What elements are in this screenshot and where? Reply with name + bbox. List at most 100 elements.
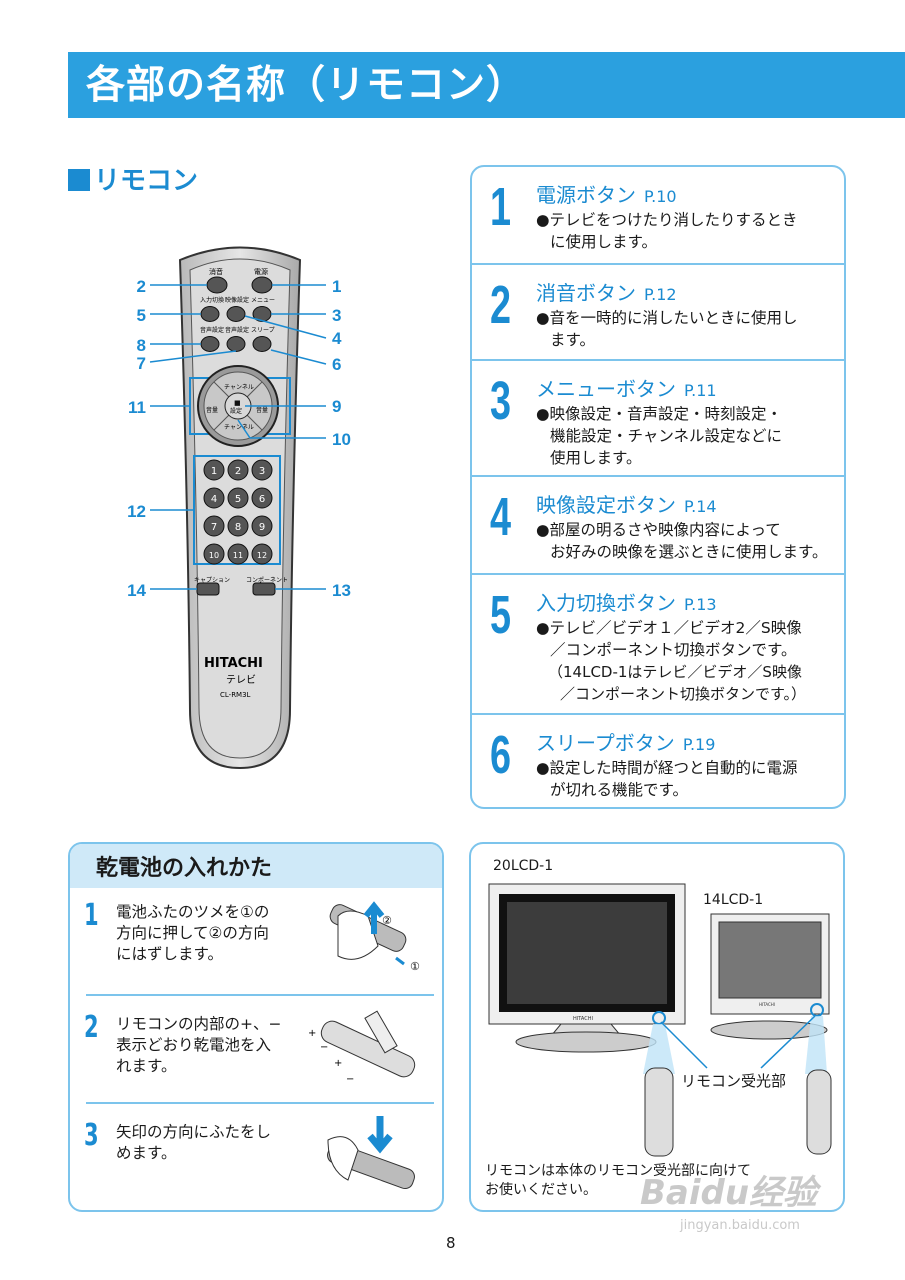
caption-button[interactable] [196, 582, 220, 596]
step-line: リモコンの内部の+、− [116, 1015, 282, 1033]
desc-line: が切れる機能です。 [550, 781, 688, 799]
caption-line: お使いください。 [485, 1182, 597, 1198]
number-key-10[interactable] [203, 543, 225, 565]
number-key-8[interactable] [227, 515, 249, 537]
number-key-3[interactable] [251, 459, 273, 481]
number-key-11[interactable] [227, 543, 249, 565]
label-picture: 映像設定 [225, 296, 249, 304]
callout-14: 14 [127, 581, 146, 600]
callout-5: 5 [137, 306, 146, 325]
mute-button[interactable] [206, 276, 228, 294]
input-button[interactable] [200, 306, 220, 322]
button-number: 3 [490, 371, 512, 431]
callout-3: 3 [332, 306, 341, 325]
button-description: ●設定した時間が経つと自動的に電源 が切れる機能です。 [536, 757, 798, 801]
number-key-9[interactable] [251, 515, 273, 537]
number-key-label: 4 [211, 494, 217, 505]
number-key-4[interactable] [203, 487, 225, 509]
label-channel-up: チャンネル [224, 384, 254, 391]
sound-button[interactable] [200, 336, 220, 352]
sensor-label: リモコン受光部 [681, 1072, 787, 1090]
callout-12: 12 [127, 502, 146, 521]
callout-8: 8 [137, 336, 146, 355]
step-line: めます。 [116, 1144, 177, 1162]
number-key-label: 5 [235, 494, 241, 505]
callout-13: 13 [332, 581, 351, 600]
battery-step-number: 3 [84, 1118, 99, 1153]
small-remote-right [806, 1069, 832, 1155]
mark-minus: − [346, 1074, 354, 1085]
page-title: 各部の名称（リモコン） [86, 63, 527, 108]
button-number: 5 [490, 585, 512, 645]
callout-9: 9 [332, 397, 341, 416]
battery-step-text: 電池ふたのツメを①の 方向に押して②の方向 にはずします。 [116, 902, 269, 965]
button-description: ●部屋の明るさや映像内容によって お好みの映像を選ぶときに使用します。 [536, 519, 827, 563]
callout-10: 10 [332, 430, 351, 449]
tv-model-small: 14LCD-1 [703, 892, 764, 908]
step-line: 矢印の方向にふたをし [116, 1123, 272, 1141]
desc-line: ●テレビをつけたり消したりするとき [536, 211, 798, 229]
battery-title: 乾電池の入れかた [96, 856, 273, 881]
mark-2: ② [382, 914, 392, 927]
number-key-label: 12 [257, 551, 267, 560]
number-key-7[interactable] [203, 515, 225, 537]
button-page-ref: P.12 [644, 285, 677, 304]
button-page-ref: P.11 [684, 381, 717, 400]
remote-section-title: リモコン [68, 160, 198, 197]
mark-plus: + [308, 1028, 316, 1039]
tv-brand-large: HITACHI [573, 1016, 593, 1022]
number-key-5[interactable] [227, 487, 249, 509]
page-number: 8 [446, 1234, 456, 1252]
component-button[interactable] [252, 582, 276, 596]
remote-illustration: 消音 電源 入力切換 映像設定 メニュー 音声設定 音声設定 スリープ ■ 設定… [127, 246, 351, 770]
tv-caption: リモコンは本体のリモコン受光部に向けて お使いください。 [485, 1162, 751, 1200]
header-band [68, 52, 905, 118]
number-key-label: 11 [233, 551, 243, 560]
sleep-button[interactable] [252, 336, 272, 352]
mark-plus: + [334, 1058, 342, 1069]
number-key-12[interactable] [251, 543, 273, 565]
sound-set-button[interactable] [226, 336, 246, 352]
battery-divider [86, 994, 434, 996]
number-key-2[interactable] [227, 459, 249, 481]
desc-line: に使用します。 [550, 233, 657, 251]
tv-brand-small: HITACHI [759, 1002, 775, 1007]
button-description: ●映像設定・音声設定・時刻設定・ 機能設定・チャンネル設定などに 使用します。 [536, 403, 782, 469]
label-sound: 音声設定 [200, 326, 224, 334]
remote-brand: HITACHI [204, 656, 263, 671]
power-button[interactable] [251, 276, 273, 294]
label-input: 入力切換 [200, 296, 224, 304]
desc-line: 使用します。 [550, 449, 642, 467]
picture-button[interactable] [226, 306, 246, 322]
mark-minus: − [320, 1042, 328, 1053]
battery-step-text: 矢印の方向にふたをし めます。 [116, 1122, 271, 1164]
desc-line: ●設定した時間が経つと自動的に電源 [536, 759, 798, 777]
tv-illustration: HITACHI HITACHI [488, 883, 832, 1157]
desc-note: ／コンポーネント切換ボタンです。） [560, 685, 807, 703]
button-name-text: 入力切換ボタン [536, 591, 676, 615]
battery-step1-illustration: ② ① [329, 901, 420, 973]
battery-panel-header [70, 844, 442, 888]
callout-7: 7 [137, 354, 146, 373]
button-page-ref: P.13 [684, 595, 717, 614]
number-key-label: 7 [211, 522, 217, 533]
desc-line: お好みの映像を選ぶときに使用します。 [550, 543, 828, 561]
step-line: にはずします。 [116, 945, 223, 963]
tv-panel: 20LCD-1 14LCD-1 HITACHI HITACHI リモコン受光部 … [469, 842, 845, 1212]
number-key-6[interactable] [251, 487, 273, 509]
number-key-1[interactable] [203, 459, 225, 481]
number-key-label: 3 [259, 466, 265, 477]
label-channel-down: チャンネル [224, 424, 254, 431]
small-remote-left [644, 1067, 674, 1157]
callout-2: 2 [137, 277, 146, 296]
button-page-ref: P.10 [644, 187, 677, 206]
battery-step-number: 2 [84, 1010, 99, 1045]
button-number: 6 [490, 725, 512, 785]
